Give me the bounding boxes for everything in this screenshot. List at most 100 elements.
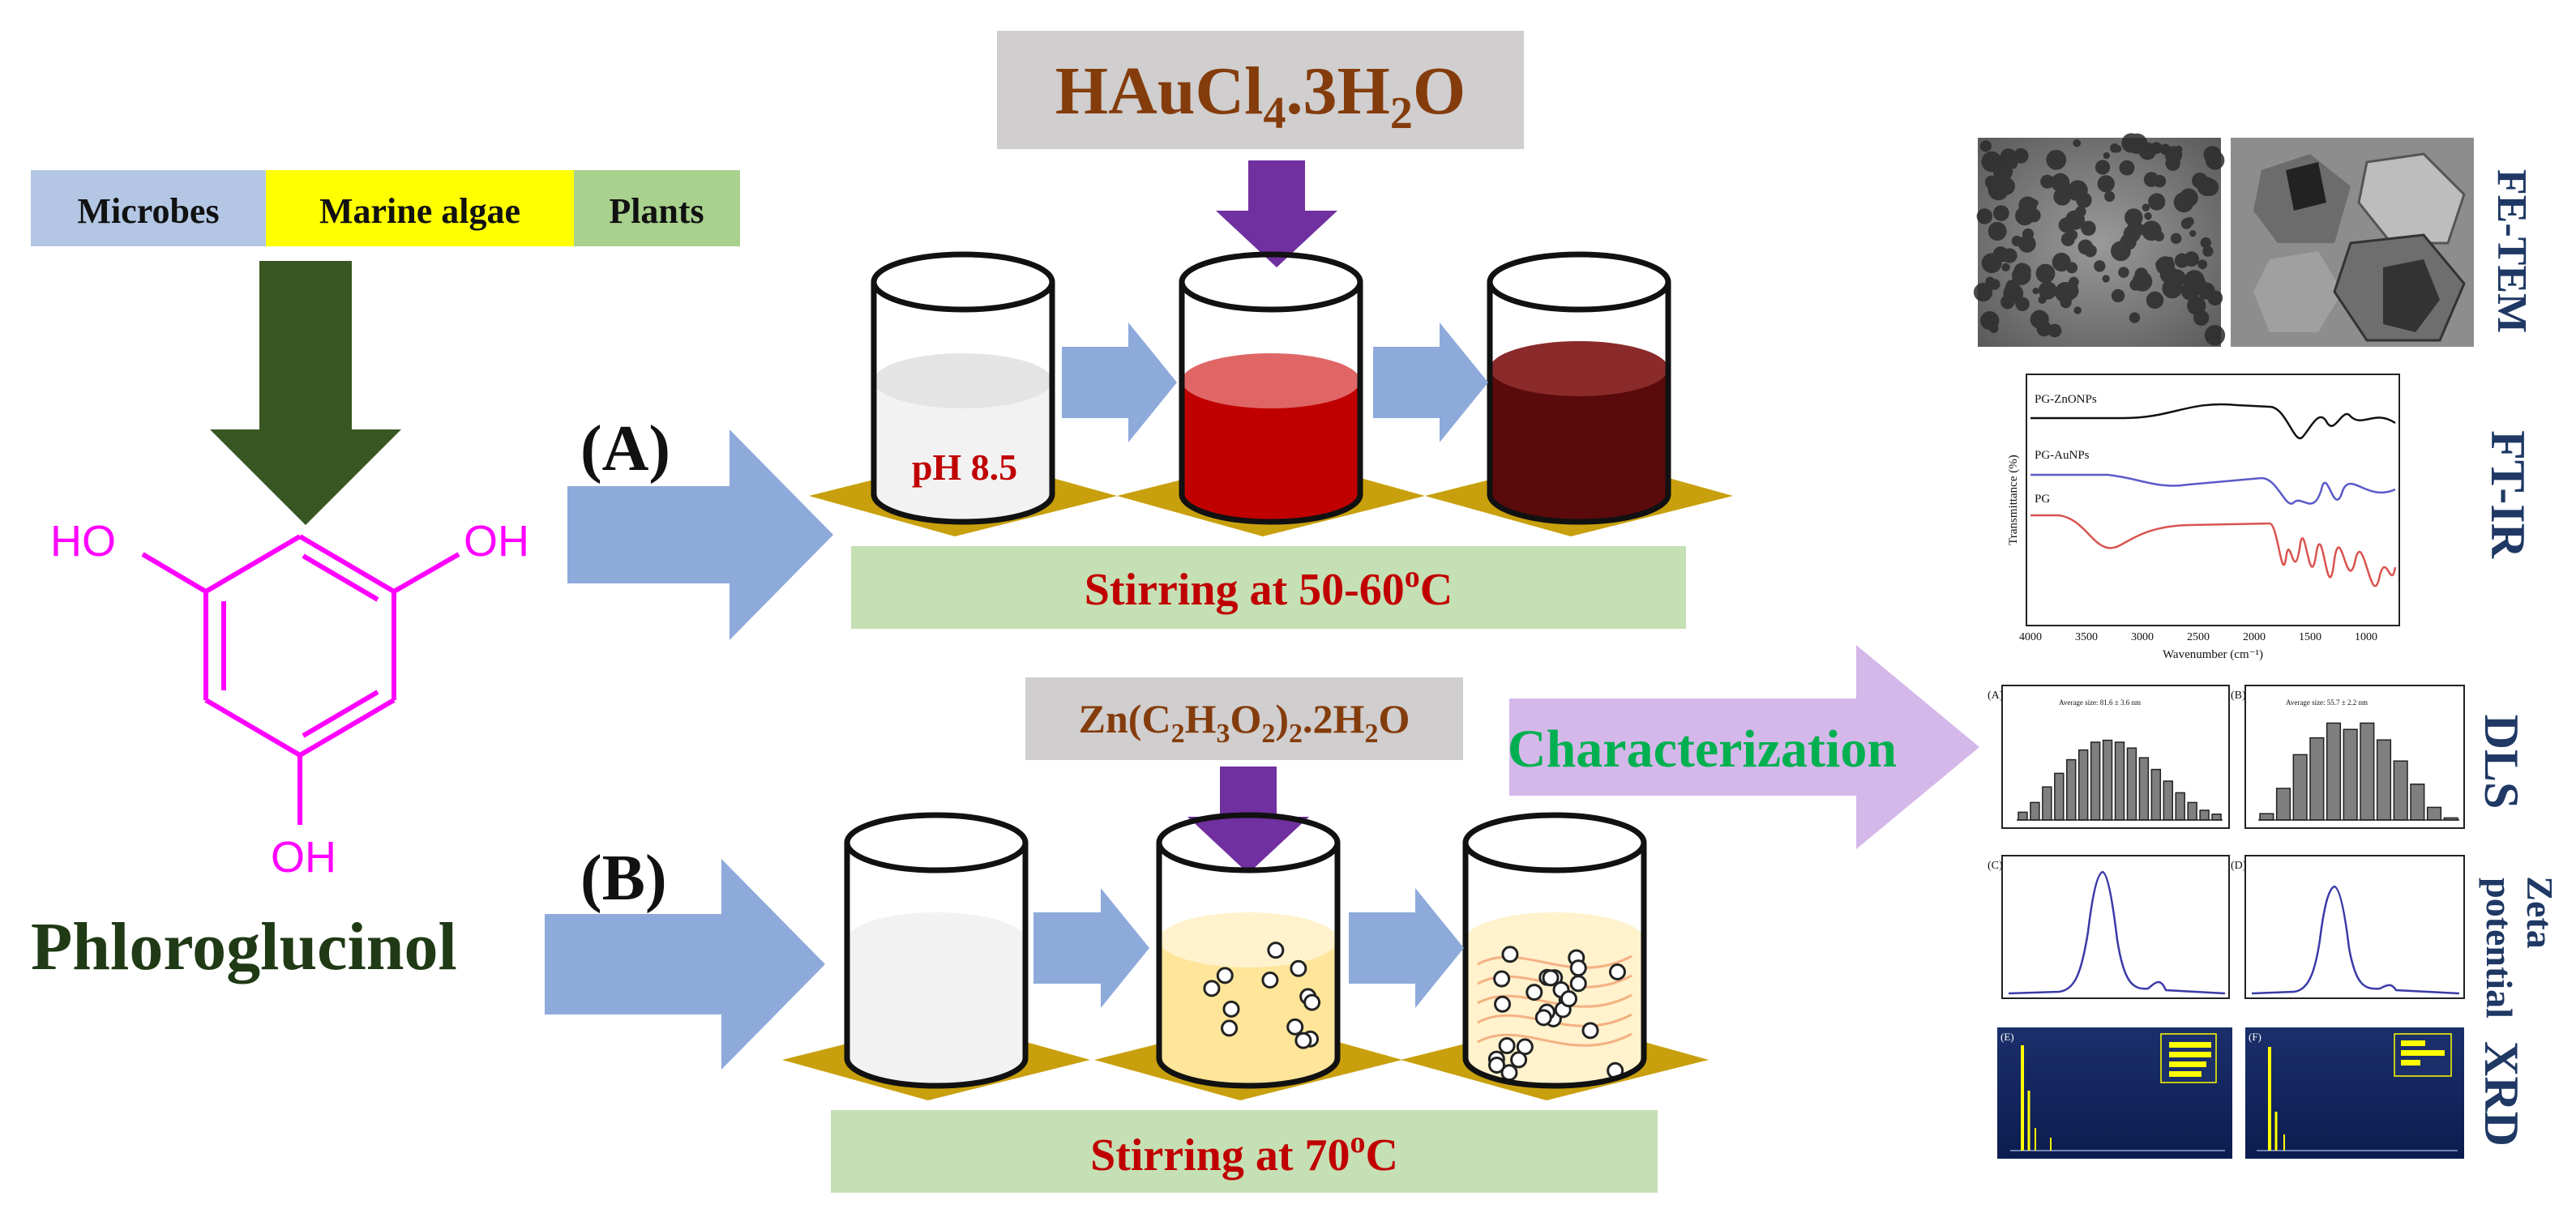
step-arrow-b1-icon (1033, 888, 1149, 1008)
route-a-reagent-box (997, 31, 1524, 149)
dls-bar (2275, 788, 2291, 821)
ftir-tick-label: 2500 (2187, 631, 2210, 643)
dls-bar (2211, 814, 2222, 821)
route-b-label: (B) (580, 843, 667, 914)
dls-bar (2090, 741, 2101, 821)
source-microbes-label: Microbes (77, 191, 219, 231)
route-b-reagent-box (1025, 677, 1463, 760)
beakers (782, 251, 1733, 1100)
dls-panel-a-caption: Average size: 81.6 ± 3.6 nm (2059, 698, 2141, 707)
method-ft-ir-label: FT-IR (2481, 430, 2535, 558)
dls-bar (2259, 813, 2274, 821)
zeta-panel-d: (D) (2231, 855, 2465, 999)
beaker-a2 (1117, 251, 1425, 536)
dls-bar (2126, 747, 2137, 821)
sources-bar: Microbes Marine algae Plants (31, 170, 740, 246)
dls-bar (2360, 722, 2375, 821)
molecule-name: Phloroglucinol (31, 909, 457, 984)
ftir-line-pg (2030, 514, 2397, 587)
dls-bar (2066, 758, 2077, 821)
ftir-series-label-znonps: PG-ZnONPs (2035, 393, 2097, 406)
ftir-chart: PG-ZnONPs PG-AuNPs PG Transmittance (%) … (2007, 374, 2400, 661)
xrd-panel-e: (E) (1997, 1027, 2232, 1159)
dls-bar (2102, 739, 2113, 821)
route-a-arrow-icon (567, 429, 833, 640)
route-a-label: (A) (580, 413, 670, 485)
route-a-stirring-label: Stirring at 50-60oC (1085, 560, 1453, 615)
method-zeta-label: Zeta (2519, 876, 2561, 948)
beaker-a3 (1425, 251, 1733, 536)
route-b-reagent: Zn(C2H3O2)2.2H2O (1079, 696, 1410, 749)
dls-panel-b: (B) Average size: 55.7 ± 2.2 nm (2231, 685, 2465, 829)
dls-bar (2138, 757, 2150, 821)
zeta-curve-c (2008, 870, 2226, 995)
tem-image-right (2231, 138, 2474, 347)
ftir-tick-label: 2000 (2243, 631, 2266, 643)
dls-bar (2054, 772, 2065, 821)
ftir-series-label-aunps: PG-AuNPs (2035, 449, 2090, 462)
dls-bar (2292, 754, 2308, 821)
dls-bar (2343, 728, 2358, 821)
ftir-ylabel: Transmittance (%) (2007, 455, 2020, 545)
down-arrow-icon (210, 261, 401, 525)
route-b-addition-arrow-icon (1187, 767, 1309, 873)
dls-panel-b-label: (B) (2231, 690, 2246, 702)
step-arrow-b2-icon (1349, 888, 1464, 1008)
source-microbes-box (31, 170, 266, 246)
tem-image-left (1973, 133, 2226, 347)
dls-panel-a: (A) Average size: 81.6 ± 3.6 nm (1988, 685, 2230, 829)
dls-bar (2199, 809, 2210, 821)
dls-bar (2187, 801, 2197, 821)
zeta-curve-d (2251, 885, 2460, 995)
source-marine-algae-box (266, 170, 574, 246)
method-xrd-label: XRD (2475, 1041, 2528, 1147)
dls-bar (2018, 811, 2028, 821)
ftir-line-aunps (2030, 473, 2396, 505)
ftir-series-label-pg: PG (2035, 493, 2050, 506)
dls-panel-a-label: (A) (1988, 690, 2004, 702)
ftir-tick-label: 3000 (2131, 631, 2154, 643)
method-fe-tem-label: FE-TEM (2488, 169, 2535, 333)
route-b-arrow-icon (545, 859, 825, 1070)
dls-bar (2309, 737, 2325, 821)
dls-bar (2326, 722, 2342, 821)
phloroglucinol-structure (141, 534, 460, 825)
route-b-stirring-label: Stirring at 70oC (1090, 1125, 1398, 1181)
dls-bar (2175, 792, 2185, 821)
source-plants-label: Plants (609, 191, 704, 231)
method-dls-label: DLS (2475, 715, 2528, 809)
zeta-panel-c: (C) (1988, 855, 2230, 999)
ftir-tick-label: 4000 (2019, 631, 2042, 643)
route-a-stirring-bar (851, 546, 1686, 629)
ftir-line-znonps (2030, 403, 2396, 440)
dls-bar (2410, 784, 2425, 821)
dls-bar (2030, 801, 2040, 821)
beaker-b3 (1401, 812, 1709, 1100)
step-arrow-a2-icon (1373, 322, 1488, 442)
dls-bar (2393, 760, 2408, 821)
route-a-reagent: HAuCl4.3H2O (1055, 53, 1466, 139)
ph-label: pH 8.5 (912, 446, 1017, 488)
dls-panel-b-caption: Average size: 55.7 ± 2.2 nm (2286, 698, 2368, 707)
dls-bar (2150, 768, 2162, 821)
source-marine-algae-label: Marine algae (319, 191, 520, 231)
xrd-panel-e-label: (E) (2000, 1031, 2014, 1043)
dls-bar (2114, 741, 2125, 821)
dls-bar (2077, 749, 2089, 821)
xrd-panel-f: (F) (2245, 1027, 2464, 1159)
beaker-b1 (782, 812, 1090, 1100)
characterization-arrow-icon (1509, 645, 1979, 849)
ftir-xlabel: Wavenumber (cm⁻¹) (2163, 648, 2263, 661)
method-potential-label: potential (2479, 878, 2520, 1019)
beaker-b2 (1094, 812, 1402, 1100)
beaker-a1 (809, 251, 1117, 536)
xrd-panel-f-label: (F) (2249, 1031, 2261, 1043)
zeta-panel-c-label: (C) (1988, 860, 2003, 872)
dls-bar (2376, 739, 2392, 821)
characterization-label: Characterization (1508, 720, 1897, 779)
ftir-tick-label: 3500 (2075, 631, 2098, 643)
substituent-oh-bottom: OH (271, 833, 336, 882)
source-plants-box (574, 170, 740, 246)
route-a-addition-arrow-icon (1216, 160, 1337, 267)
